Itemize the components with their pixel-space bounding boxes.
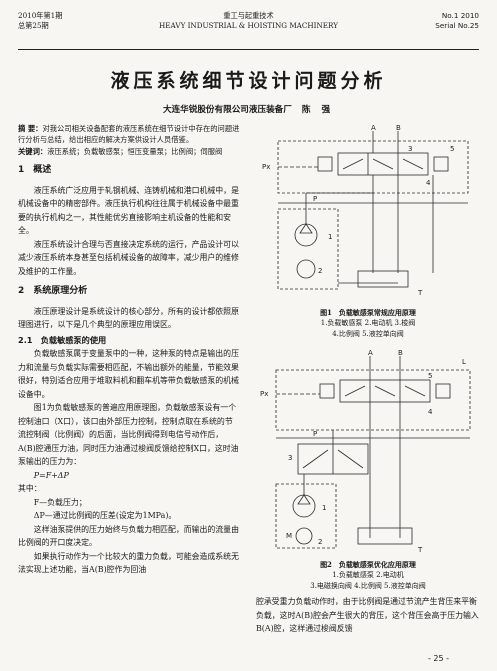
figure-1-legend-2: 4.比例阀 5.液控单向阀 [332,330,404,338]
figure-1-legend-1: 1.负载敏感泵 2.电动机 3.梭阀 [320,319,416,327]
fig1-callout-4: 4 [426,179,431,187]
section-2-1-paragraph-3: 这样油泵提供的压力始终与负载力相匹配，而输出的流量由比例阀的开口度决定。 [18,524,239,548]
keywords-label: 关键词： [18,147,48,156]
fig2-port-a: A [368,349,373,357]
issue-number-1: No.1 2010 [441,11,479,20]
keywords-text: 液压系统；负载敏感泵；恒压变量泵；比例阀；伺服阀 [47,147,223,156]
definition-f: F—负载压力； [33,497,87,507]
journal-name-cn: 重工与起重技术 [223,11,274,20]
fig2-callout-5: 5 [428,372,432,380]
fig1-port-a: A [371,124,376,132]
page-number: - 25 - [427,654,449,663]
fig2-port-b: B [398,349,403,357]
abstract: 摘 要：对我公司相关设备配套的液压系统在细节设计中存在的问题进行分析与总结，给出… [18,123,240,145]
fig2-port-l: L [462,358,466,366]
section-2-1-paragraph-1: 负载敏感泵属于变量泵中的一种，这种泵的特点是输出的压力和流量与负载实际需要相匹配… [18,349,239,399]
fig1-port-b: B [396,124,401,132]
abstract-label: 摘 要： [18,124,43,133]
fig2-callout-3: 3 [288,454,292,462]
figure-2-schematic: A B L Px P M T 1 2 3 4 5 [260,349,471,554]
fig1-port-p: P [313,195,317,203]
figure-2-legend-1: 1.负载敏感泵 2.电动机 [332,571,404,579]
left-column: 摘 要：对我公司相关设备配套的液压系统在细节设计中存在的问题进行分析与总结，给出… [18,123,240,577]
keywords: 关键词：液压系统；负载敏感泵；恒压变量泵；比例阀；伺服阀 [18,146,240,157]
fig1-callout-1: 1 [328,233,332,241]
fig2-port-t: T [417,546,423,554]
fig1-callout-3: 3 [408,145,412,153]
running-header: 2010年第1期 总第25期 重工与起重技术 HEAVY INDUSTRIAL … [18,5,479,45]
fig1-callout-2: 2 [318,267,322,275]
definition-dp: ΔP—通过比例阀的压差(设定为1MPa)。 [33,511,177,520]
issue-number: No.1 2010 Serial No.25 [435,11,479,31]
fig1-port-px: Px [262,163,270,171]
fig2-callout-1: 1 [322,504,326,512]
right-column-text: 腔承受重力负载动作时，由于比例阀是通过节流产生背压来平衡负载，这时A(B)腔会产… [256,595,480,636]
section-2-paragraph-1: 液压原理设计是系统设计的核心部分，所有的设计都依照原理图进行，以下是几个典型的原… [18,306,239,330]
figure-1-title: 图1 负载敏感泵常规应用原理 [320,308,416,317]
figure-1-caption: 图1 负载敏感泵常规应用原理 1.负载敏感泵 2.电动机 3.梭阀 4.比例阀 … [256,307,480,340]
right-paragraph: 腔承受重力负载动作时，由于比例阀是通过节流产生背压来平衡负载，这时A(B)腔会产… [256,597,479,633]
article-title: 液压系统细节设计问题分析 [110,70,387,92]
figure-1-schematic: A B Px P T 1 2 3 4 5 [262,124,469,297]
issue-info: 2010年第1期 总第25期 [18,11,62,31]
figure-2-legend-2: 3.电磁换向阀 4.比例阀 5.液控单向阀 [310,582,426,590]
section-1-paragraph-2: 液压系统设计合理与否直接决定系统的运行，产品设计可以减少液压系统本身甚至包括机械… [18,239,239,276]
section-1-title: 1 概述 [18,165,52,175]
issue-number-2: Serial No.25 [435,21,479,30]
affiliation: 大连华锐股份有限公司液压装备厂 [162,105,292,115]
fig1-callout-5: 5 [450,145,454,153]
section-1-paragraph-1: 液压系统广泛应用于轧钢机械、连铸机械和港口机械中，是机械设备中的精密部件。液压执… [18,185,239,236]
fig2-port-p: P [313,430,317,438]
issue-serial: 总第25期 [18,21,49,30]
byline: 大连华锐股份有限公司液压装备厂陈 强 [0,103,497,115]
fig1-port-t: T [417,289,423,297]
formula: P=F+ΔP [33,470,69,480]
where-label: 其中： [18,484,42,493]
section-2-1-title: 2.1 负载敏感泵的使用 [18,334,107,345]
header-rule [18,49,479,50]
fig2-port-px: Px [260,390,268,398]
section-2-1-paragraph-2: 图1为负载敏感泵的普遍应用原理图，负载敏感泵设有一个控制油口（X口），该口由外部… [18,403,239,466]
fig2-callout-2: 2 [318,538,322,546]
section-2-title: 2 系统原理分析 [18,286,88,296]
figure-2-title: 图2 负载敏感泵优化应用原理 [320,560,416,569]
section-2-1-paragraph-4: 如果执行动作为一个比较大的重力负载，可能会造成系统无法实现上述功能，当A(B)腔… [18,551,239,575]
issue-year: 2010年第1期 [18,11,63,20]
fig2-callout-4: 4 [428,408,433,416]
abstract-text: 对我公司相关设备配套的液压系统在细节设计中存在的问题进行分析与总结，给出相应的解… [18,124,240,144]
author-name: 陈 强 [301,105,335,115]
fig2-motor-m: M [286,532,292,540]
journal-name: 重工与起重技术 HEAVY INDUSTRIAL & HOISTING MACH… [18,11,479,31]
figure-2-caption: 图2 负载敏感泵优化应用原理 1.负载敏感泵 2.电动机 3.电磁换向阀 4.比… [256,559,480,592]
journal-name-en: HEAVY INDUSTRIAL & HOISTING MACHINERY [159,21,338,30]
